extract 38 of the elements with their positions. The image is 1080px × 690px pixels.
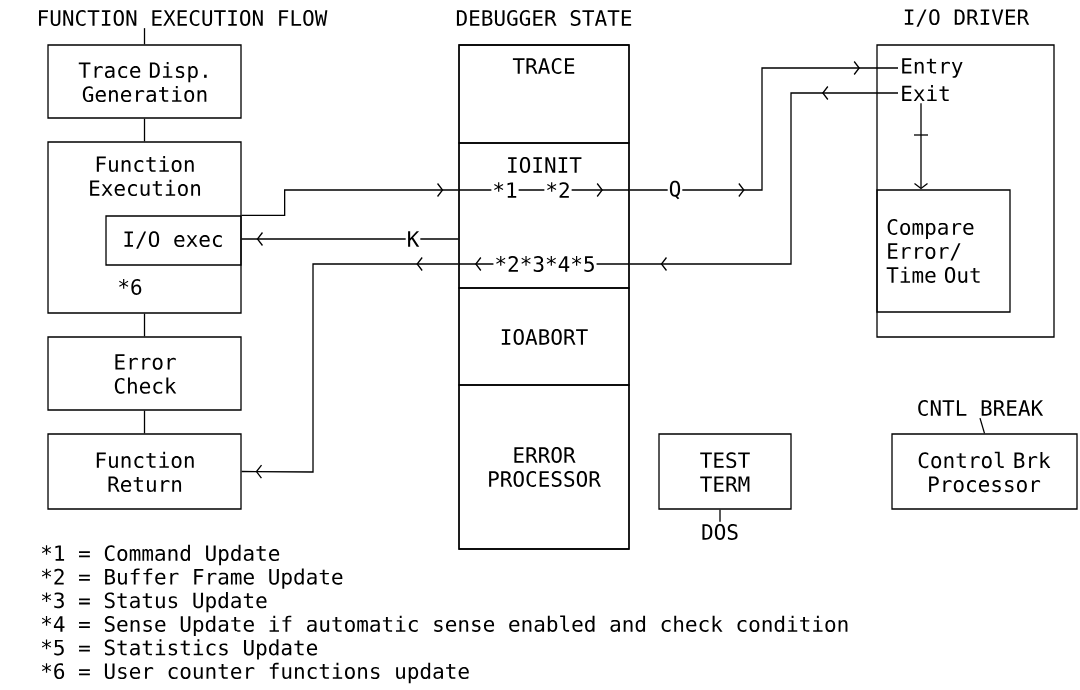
connector <box>241 182 459 216</box>
connector <box>241 256 459 479</box>
process-box: Function Return <box>47 433 242 510</box>
process-box: I/O exec <box>105 215 242 266</box>
node-label: I/O DRIVER <box>904 9 1030 27</box>
footnote: *3 = Status Update <box>41 592 267 613</box>
footnote: *1 = Command Update <box>41 544 280 566</box>
connector <box>241 231 459 247</box>
connector <box>143 27 146 45</box>
exit-point: Exit <box>902 85 949 101</box>
heading: CNTL BREAK <box>918 400 1044 416</box>
state-box: IOABORT <box>458 287 630 386</box>
connector <box>719 509 721 523</box>
node-label: DEBUGGER STATE <box>456 10 632 26</box>
connector <box>143 313 146 337</box>
process-box: TEST TERM <box>658 433 792 510</box>
connector <box>629 60 899 198</box>
process-box: Compare Error/ Time Out <box>876 189 1011 313</box>
callout-mark: *2*3*4*5 <box>493 255 597 273</box>
connector <box>629 85 899 272</box>
state-box: ERROR PROCESSOR <box>458 384 630 550</box>
footnote: *5 = Statistics Update <box>41 639 318 660</box>
process-box: Error Check <box>47 336 242 411</box>
state-box: TRACE <box>458 44 630 144</box>
connector <box>143 118 146 142</box>
entry-point: Entry <box>902 58 963 78</box>
heading: FUNCTION EXECUTION FLOW <box>39 10 328 26</box>
process-box: Trace Disp. Generation <box>47 44 242 119</box>
connector <box>913 102 929 190</box>
port-label: DOS <box>702 524 738 540</box>
footnote: *2 = Buffer Frame Update <box>41 568 343 589</box>
callout-mark: *2 <box>544 181 572 199</box>
process-box: Control Brk Processor <box>891 433 1078 510</box>
connector <box>143 410 146 434</box>
callout-mark: *1 <box>491 181 519 199</box>
footnote: *4 = Sense Update if automatic sense enabled and check condition <box>41 615 848 636</box>
footnote: *6 = User counter functions update <box>41 662 469 684</box>
connector <box>979 417 986 434</box>
